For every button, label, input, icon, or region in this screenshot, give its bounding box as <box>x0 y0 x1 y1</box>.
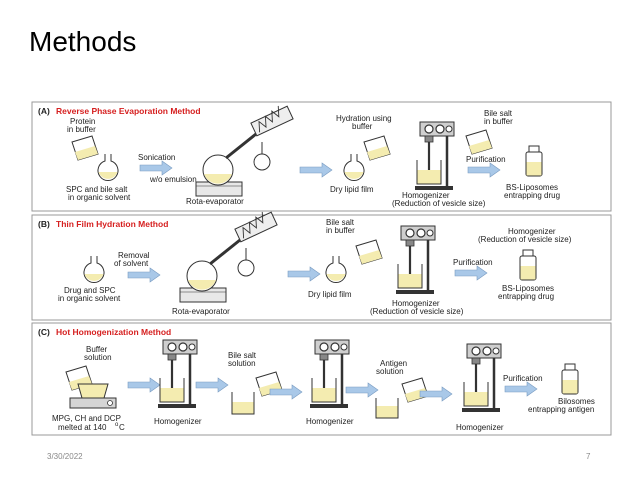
label-purification-b: Purification <box>453 258 493 267</box>
label-removal-1: Removal <box>118 251 150 260</box>
label-buffer-1: Buffer <box>86 345 108 354</box>
label-reduction-a: (Reduction of vesicle size) <box>392 199 486 208</box>
panel-b: (B) Thin Film Hydration Method Drug and … <box>31 210 612 321</box>
panel-c: (C) Hot Homogenization Method Buffer sol… <box>31 322 612 436</box>
label-bs-b-1: BS-Liposomes <box>502 284 554 293</box>
label-bile-a-1: Bile salt <box>484 109 513 118</box>
label-spc-1: SPC and bile salt <box>66 185 128 194</box>
label-bilo-2: entrapping antigen <box>528 405 594 414</box>
footer-date: 3/30/2022 <box>47 452 83 461</box>
label-hydration-1: Hydration using <box>336 114 392 123</box>
label-protein-2: in buffer <box>67 125 96 134</box>
label-bile-c-1: Bile salt <box>228 351 257 360</box>
label-bs-a-2: entrapping drug <box>504 191 560 200</box>
label-homog-a: Homogenizer <box>402 191 450 200</box>
panel-c-title: Hot Homogenization Method <box>56 327 171 337</box>
label-bile-b-2: in buffer <box>326 226 355 235</box>
label-homog-c2: Homogenizer <box>306 417 354 426</box>
panel-c-letter: (C) <box>38 327 50 337</box>
panel-a-letter: (A) <box>38 106 50 116</box>
panel-a: (A) Reverse Phase Evaporation Method Pro… <box>31 101 612 212</box>
label-protein-1: Protein <box>70 117 95 126</box>
label-purification-a: Purification <box>466 155 506 164</box>
label-antigen-2: solution <box>376 367 404 376</box>
label-bilo-1: Bilosomes <box>558 397 595 406</box>
label-bile-c-2: solution <box>228 359 256 368</box>
label-hydration-2: buffer <box>352 122 373 131</box>
label-rota-b: Rota-evaporator <box>172 307 230 316</box>
label-mpg-1: MPG, CH and DCP <box>52 414 121 423</box>
label-homog-right-1: Homogenizer <box>508 227 556 236</box>
label-bile-a-2: in buffer <box>484 117 513 126</box>
label-homog-c3: Homogenizer <box>456 423 504 432</box>
label-mpg-2b: C <box>119 423 125 432</box>
label-homog-c1: Homogenizer <box>154 417 202 426</box>
beaker-c1-icon <box>231 392 255 415</box>
label-drug-1: Drug and SPC <box>64 286 116 295</box>
label-bile-b-1: Bile salt <box>326 218 355 227</box>
label-rota-a: Rota-evaporator <box>186 197 244 206</box>
label-antigen-1: Antigen <box>380 359 407 368</box>
label-reduction-b: (Reduction of vesicle size) <box>370 307 464 316</box>
label-emulsion: w/o emulsion <box>149 175 197 184</box>
label-dry-film-b: Dry lipid film <box>308 290 352 299</box>
label-bs-b-2: entrapping drug <box>498 292 554 301</box>
label-removal-2: of solvent <box>114 259 149 268</box>
panel-b-letter: (B) <box>38 219 50 229</box>
page-number: 7 <box>586 452 591 461</box>
label-spc-2: in organic solvent <box>68 193 131 202</box>
label-bs-a-1: BS-Liposomes <box>506 183 558 192</box>
panel-b-border <box>31 214 612 321</box>
slide-title: Methods <box>29 26 137 57</box>
label-purification-c: Purification <box>503 374 543 383</box>
panel-b-title: Thin Film Hydration Method <box>56 219 168 229</box>
label-sonication: Sonication <box>138 153 175 162</box>
label-homog-b: Homogenizer <box>392 299 440 308</box>
panel-a-border <box>31 101 612 212</box>
hot-plate-icon <box>69 383 117 409</box>
beaker-c2-icon <box>375 398 399 419</box>
label-dry-film-a: Dry lipid film <box>330 185 374 194</box>
label-homog-right-2: (Reduction of vesicle size) <box>478 235 572 244</box>
panel-a-title: Reverse Phase Evaporation Method <box>56 106 201 116</box>
label-buffer-2: solution <box>84 353 112 362</box>
label-mpg-2a: melted at 140 <box>58 423 107 432</box>
label-drug-2: in organic solvent <box>58 294 121 303</box>
label-mpg-degree: o <box>115 422 119 428</box>
